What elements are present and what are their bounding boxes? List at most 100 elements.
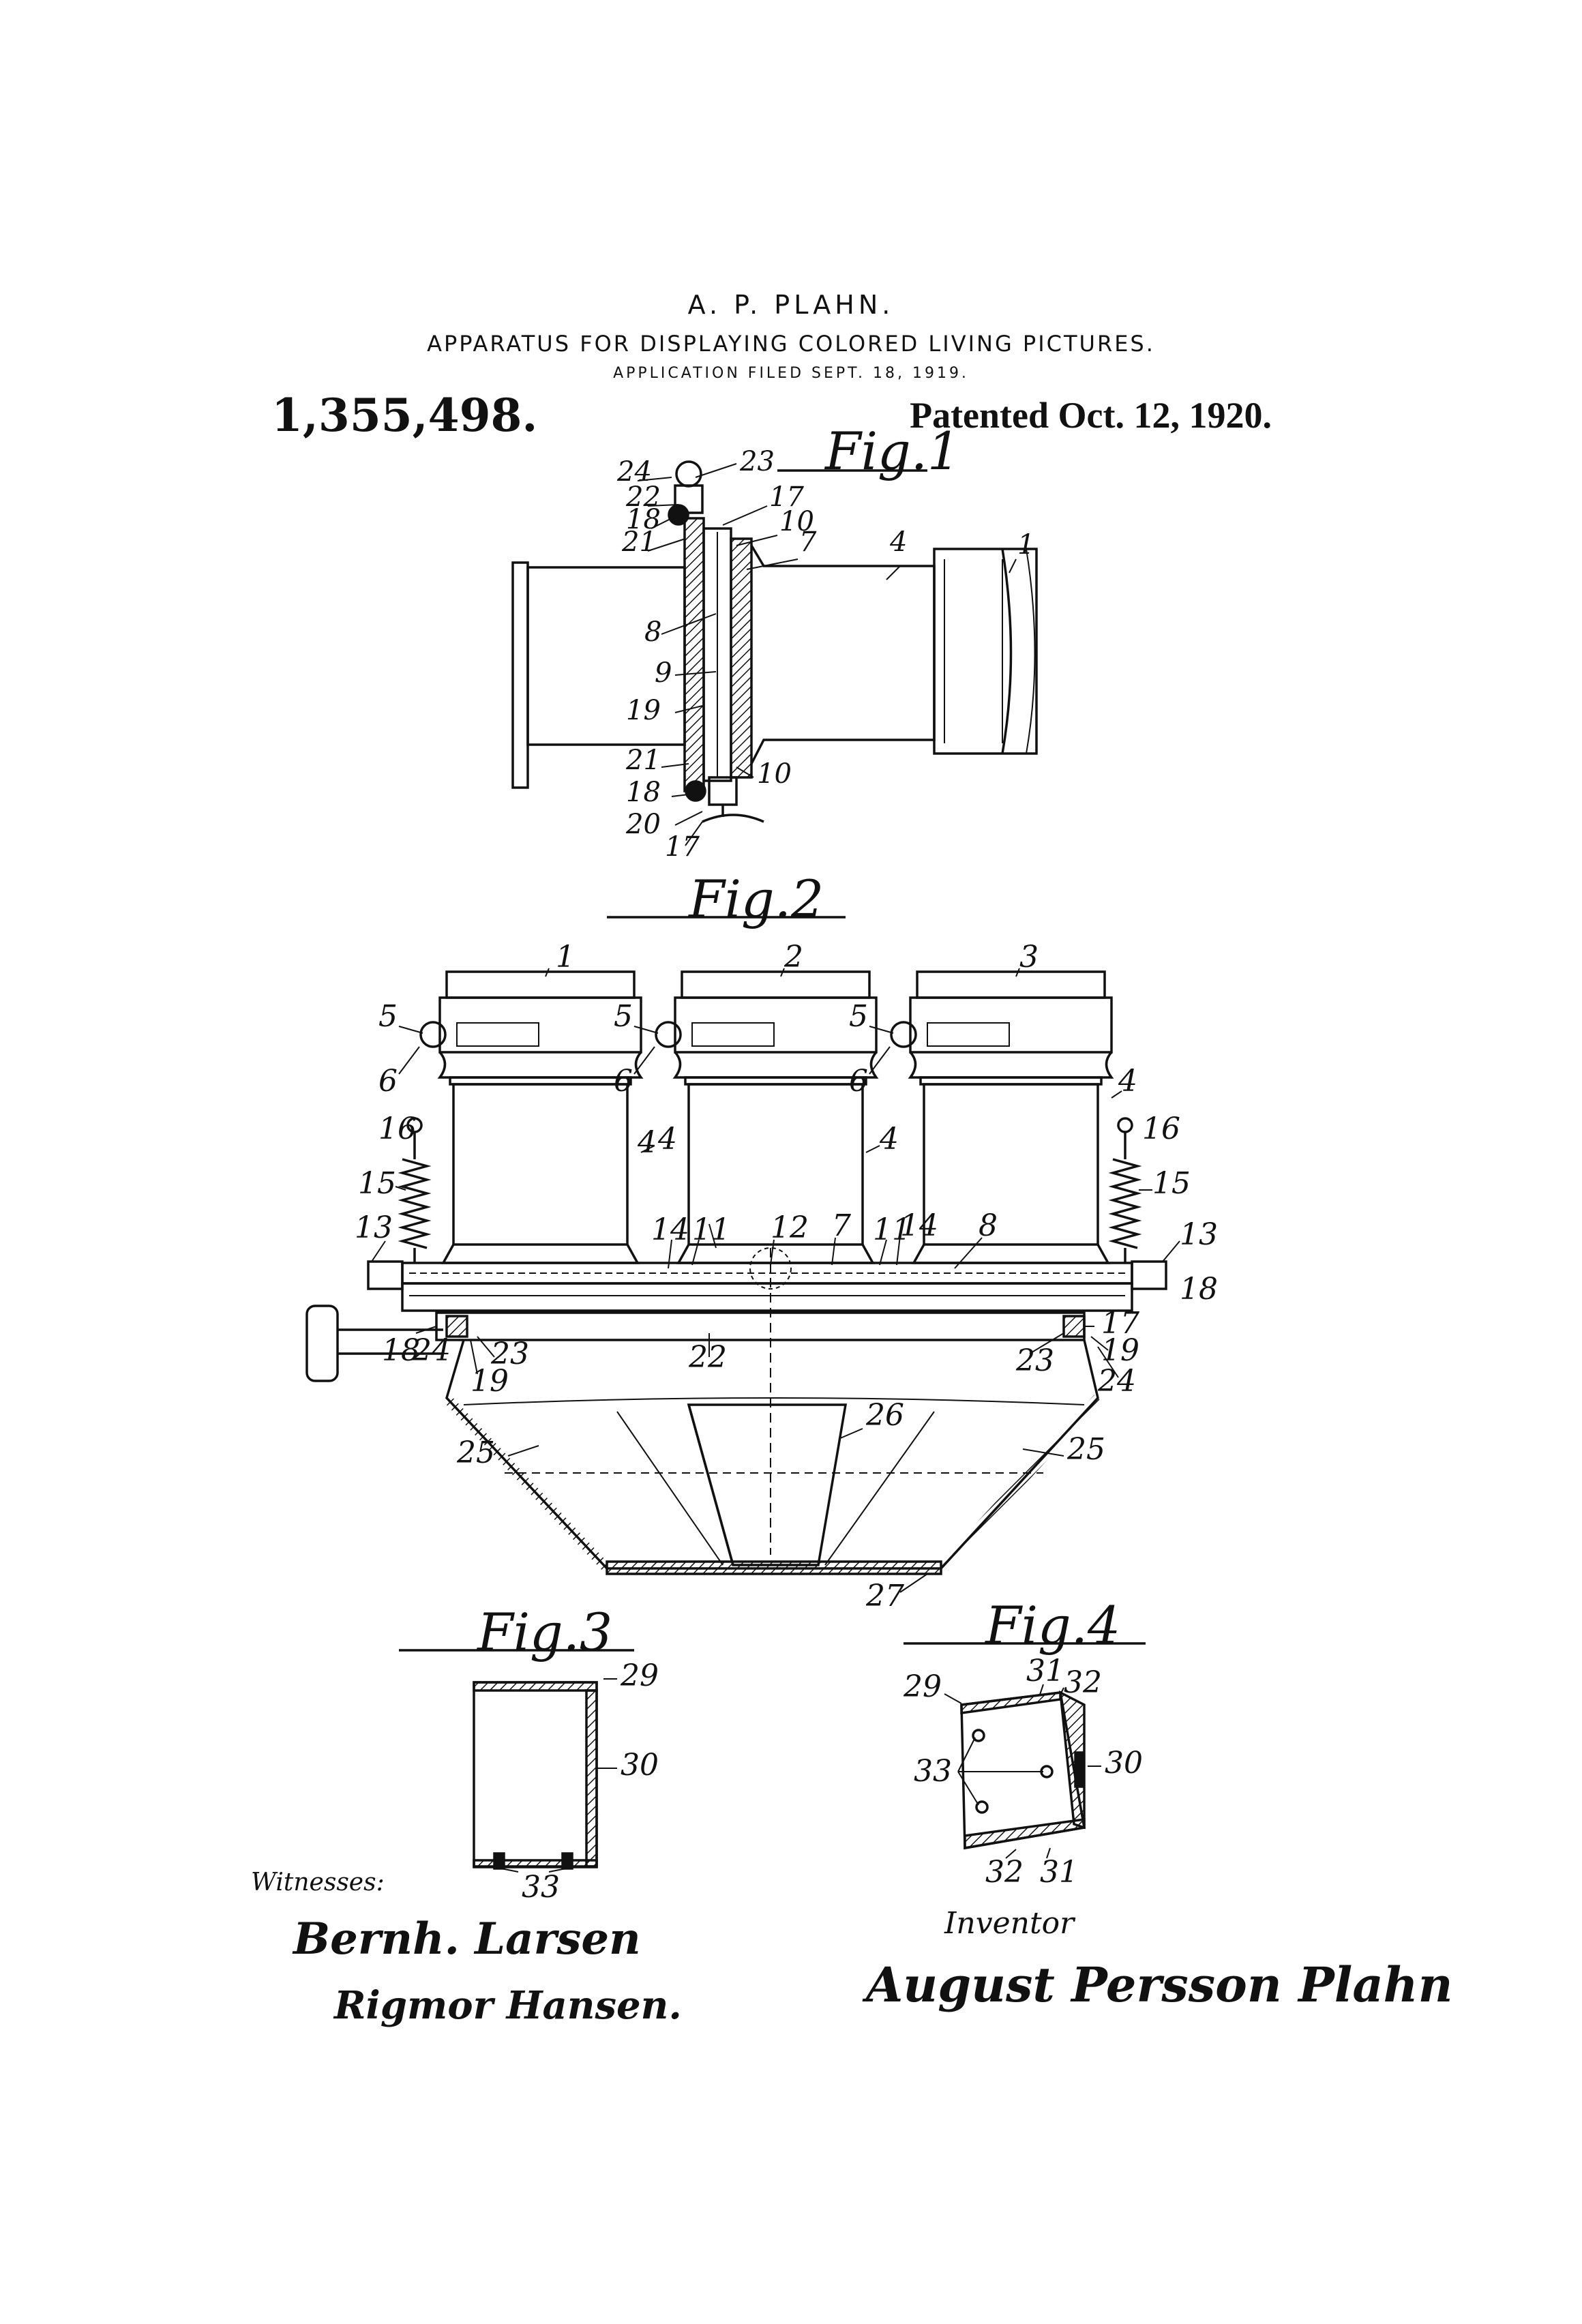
fig1-rear-tube xyxy=(526,566,686,746)
fig1-label: 10 xyxy=(779,506,814,537)
fig2-label: 11 xyxy=(692,1212,730,1247)
fig1-label: 18 xyxy=(626,504,661,535)
fig4-label: 31 xyxy=(1040,1855,1078,1890)
fig1-caption: Fig.1 xyxy=(824,421,960,481)
fig2-label: 23 xyxy=(1015,1343,1054,1378)
fig1-label: 24 xyxy=(616,456,652,488)
fig2-spring-left xyxy=(398,1117,432,1263)
projector-unit-3 xyxy=(890,970,1114,1264)
patent-title: APPARATUS FOR DISPLAYING COLORED LIVING … xyxy=(427,331,1155,357)
fig2-label: 26 xyxy=(865,1398,904,1433)
fig4-label: 30 xyxy=(1105,1746,1143,1781)
fig3-caption: Fig.3 xyxy=(476,1602,612,1663)
application-filed: APPLICATION FILED SEPT. 18, 1919. xyxy=(613,365,969,382)
fig4-label: 29 xyxy=(903,1669,942,1704)
fig2-label: 15 xyxy=(1152,1166,1191,1201)
fig1-label: 19 xyxy=(626,695,661,726)
fig2-handwheel xyxy=(305,1305,339,1382)
fig1-label: 7 xyxy=(799,526,817,558)
fig1-top-knob xyxy=(675,460,702,488)
fig1-label: 8 xyxy=(644,616,661,648)
fig2-spring-right xyxy=(1108,1117,1142,1263)
fig4-label: 31 xyxy=(1026,1654,1064,1688)
fig2-label: 22 xyxy=(688,1340,727,1375)
figure-1: Fig.1 xyxy=(511,421,1038,863)
fig2-label: 25 xyxy=(456,1435,495,1470)
fig4-label: 32 xyxy=(985,1855,1024,1890)
fig2-rail xyxy=(401,1282,1133,1312)
fig2-label: 18 xyxy=(382,1333,420,1368)
fig2-center-mark xyxy=(749,1247,792,1290)
fig1-label: 4 xyxy=(889,526,907,558)
fig2-label: 11 xyxy=(873,1212,911,1247)
inventor-name: A. P. PLAHN. xyxy=(687,290,895,320)
fig1-label: 22 xyxy=(625,481,661,513)
fig2-caption: Fig.2 xyxy=(687,869,824,929)
fig2-central-mirror xyxy=(687,1403,848,1566)
patented-date: Patented Oct. 12, 1920. xyxy=(910,395,1272,436)
fig3-label: 29 xyxy=(620,1658,659,1693)
fig1-frame xyxy=(683,517,705,792)
fig2-label: 4 xyxy=(879,1122,899,1157)
fig2-label: 4 xyxy=(1118,1064,1137,1099)
fig1-lens-tube xyxy=(750,545,936,764)
fig2-label: 6 xyxy=(614,1064,633,1099)
fig1-label: 18 xyxy=(626,777,661,808)
witnesses-caption: Witnesses: xyxy=(251,1868,385,1896)
fig1-label: 21 xyxy=(625,745,661,776)
fig1-screw-bottom xyxy=(685,780,706,802)
fig2-label: 6 xyxy=(849,1064,868,1099)
fig3-side-wall xyxy=(585,1689,598,1868)
fig2-knob-left xyxy=(367,1260,404,1290)
fig1-clamp-ring xyxy=(730,537,753,779)
fig2-label: 23 xyxy=(490,1337,529,1371)
fig2-label: 27 xyxy=(865,1579,904,1613)
fig2-label: 19 xyxy=(1101,1333,1139,1368)
fig2-label: 3 xyxy=(1019,940,1039,974)
fig4-label: 32 xyxy=(1064,1665,1102,1700)
fig2-label: 7 xyxy=(832,1208,851,1243)
fig2-label: 14 xyxy=(900,1208,938,1243)
fig1-label: 17 xyxy=(769,481,804,513)
figure-2: Fig.2 xyxy=(305,869,1218,1613)
fig2-label: 12 xyxy=(771,1210,809,1245)
fig1-lens-rim xyxy=(1001,548,1013,754)
fig2-label: 18 xyxy=(1180,1272,1218,1307)
fig2-housing xyxy=(445,1339,1099,1570)
witness-signature-1: Bernh. Larsen xyxy=(292,1913,641,1965)
fig1-label: 10 xyxy=(757,758,792,790)
fig4-caption: Fig.4 xyxy=(984,1595,1120,1656)
inventor-caption: Inventor xyxy=(944,1906,1076,1941)
inventor-signature: August Persson Plahn xyxy=(862,1956,1452,2013)
fig2-knob-right xyxy=(1131,1260,1167,1290)
fig2-label: 25 xyxy=(1066,1432,1105,1467)
fig1-label: 23 xyxy=(739,446,775,477)
witness-signature-2: Rigmor Hansen. xyxy=(333,1983,682,2028)
fig1-lens-barrel xyxy=(933,548,1038,755)
fig2-label: 6 xyxy=(378,1064,398,1099)
fig3-box xyxy=(473,1681,598,1868)
fig2-label: 1 xyxy=(556,940,575,974)
fig1-adjust-knob xyxy=(702,814,764,823)
fig1-label: 17 xyxy=(665,831,700,863)
fig1-label: 21 xyxy=(621,526,657,558)
fig2-label: 24 xyxy=(412,1333,451,1368)
fig3-label: 30 xyxy=(621,1748,659,1783)
fig2-label: 13 xyxy=(355,1210,393,1245)
fig2-label: 5 xyxy=(378,999,398,1034)
fig2-label: 19 xyxy=(471,1364,509,1399)
fig2-label: 5 xyxy=(614,999,633,1034)
fig1-flange-plate xyxy=(511,561,529,789)
patent-number: 1,355,498. xyxy=(271,389,538,442)
fig1-label: 20 xyxy=(625,809,661,840)
fig3-label: 33 xyxy=(522,1870,560,1905)
figure-3: Fig.3 29 30 33 xyxy=(399,1602,659,1905)
figure-4: Fig.4 29 31 xyxy=(903,1595,1146,1890)
fig4-label: 33 xyxy=(914,1754,952,1789)
fig2-label: 4 xyxy=(657,1122,677,1157)
fig2-label: 14 xyxy=(651,1212,689,1247)
fig2-label: 17 xyxy=(1101,1306,1139,1341)
fig2-label: 13 xyxy=(1180,1217,1218,1252)
